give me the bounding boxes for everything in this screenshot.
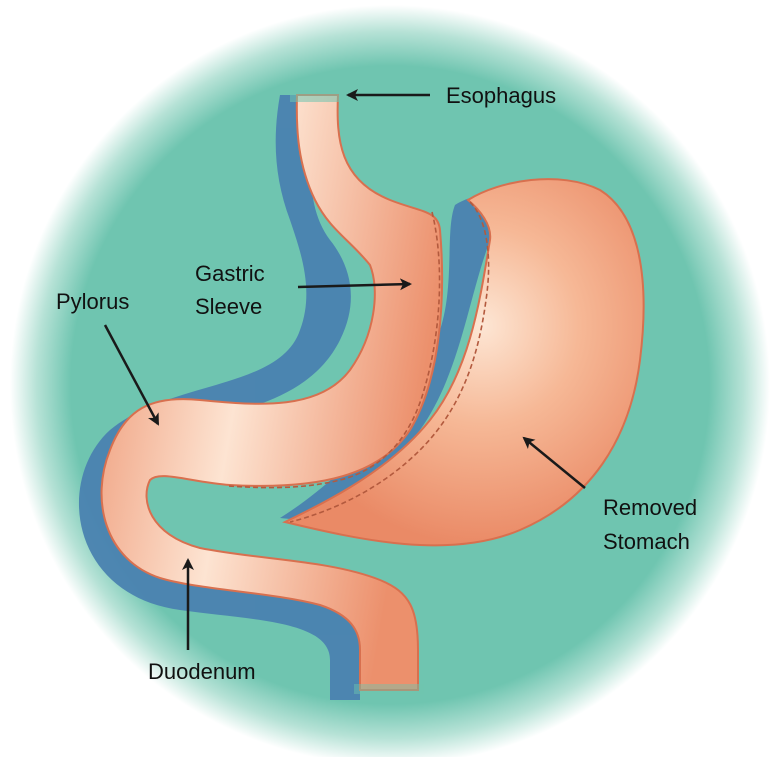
pylorus-arrow [103, 324, 160, 426]
removed-stomach-arrow [522, 436, 586, 489]
gastric-sleeve-arrow [297, 278, 412, 291]
label-duodenum: Duodenum [148, 659, 256, 684]
label-stomach: Stomach [603, 529, 690, 554]
removed-stomach [282, 178, 645, 547]
label-removed: Removed [603, 495, 697, 520]
organ-shadows [78, 95, 510, 700]
gastric-sleeve-tube [100, 88, 444, 694]
label-esophagus: Esophagus [446, 83, 556, 108]
label-pylorus: Pylorus [56, 289, 129, 314]
pointer-arrows [103, 89, 586, 650]
staple-line-sleeve [227, 211, 441, 489]
label-gastric: Gastric [195, 261, 265, 286]
label-sleeve: Sleeve [195, 294, 262, 319]
duodenum-end [354, 684, 424, 694]
esophagus-top [290, 88, 342, 102]
